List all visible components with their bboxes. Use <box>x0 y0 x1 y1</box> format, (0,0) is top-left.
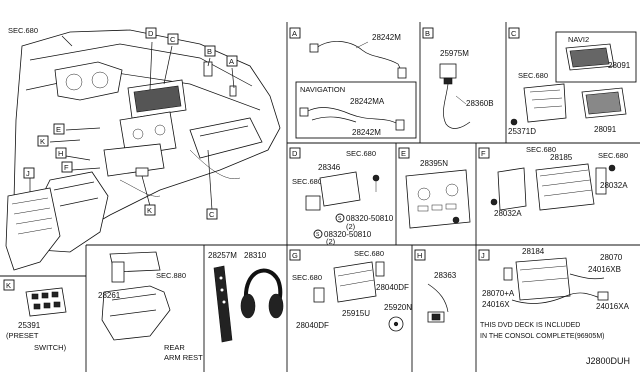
part-28261: 28261 <box>98 291 121 300</box>
part-24016XA: 24016XA <box>596 302 630 311</box>
panel-k-letter: K <box>6 281 11 290</box>
panel-d-sec1: SEC.680 <box>346 149 376 158</box>
panel-c-letter: C <box>511 29 517 38</box>
callout-letter-c-lower: C <box>209 210 215 219</box>
armrest-label-2: ARM REST <box>164 353 203 362</box>
panel-c: C NAVI2 28091 SEC.680 28091 25371D <box>508 27 637 136</box>
diagram-code: J2800DUH <box>586 356 630 366</box>
panel-h: H 28363 <box>414 249 457 323</box>
part-28040DF-right: 28040DF <box>376 283 409 292</box>
callout-leaders <box>29 35 235 211</box>
callout-letter-k-upper: K <box>40 137 45 146</box>
part-28242M: 28242M <box>372 33 401 42</box>
panel-e: E 28395N <box>398 147 471 229</box>
preset-label-1: (PRESET <box>6 331 39 340</box>
bolt-08320-50810-a: 08320-50810 <box>346 214 394 223</box>
panel-d-sec2: SEC.680 <box>292 177 322 186</box>
callout-letter-h: H <box>58 149 63 158</box>
armrest-label-1: REAR <box>164 343 185 352</box>
part-25391: 25391 <box>18 321 41 330</box>
part-28070: 28070 <box>600 253 623 262</box>
preset-label-2: SWITCH) <box>34 343 67 352</box>
dashboard-assembly <box>5 29 281 271</box>
panel-b-letter: B <box>425 29 430 38</box>
part-28360B: 28360B <box>466 99 494 108</box>
part-28242M-nav: 28242M <box>352 128 381 137</box>
callout-letter-k-lower: K <box>147 206 152 215</box>
callout-letter-a: A <box>229 57 234 66</box>
armrest-sec: SEC.880 <box>156 271 186 280</box>
panel-remote: 28257M <box>208 251 237 343</box>
panel-armrest: 28261 SEC.880 REAR ARM REST <box>98 251 203 362</box>
bolt-qty-a: (2) <box>346 222 356 231</box>
part-28310: 28310 <box>244 251 267 260</box>
main-sec-label: SEC.680 <box>8 26 38 35</box>
panel-f-letter: F <box>481 149 486 158</box>
part-28091-navi2: 28091 <box>608 61 631 70</box>
part-25975M: 25975M <box>440 49 469 58</box>
bolt-08320-50810-b: 08320-50810 <box>324 230 372 239</box>
panel-a-letter: A <box>292 29 297 38</box>
panel-d-letter: D <box>292 149 298 158</box>
panel-b: B 25975M 28360B <box>422 27 494 129</box>
part-28184: 28184 <box>522 247 545 256</box>
part-28091: 28091 <box>594 125 617 134</box>
callout-letter-j: J <box>26 169 30 178</box>
panel-e-letter: E <box>401 149 406 158</box>
panel-f-sec1: SEC.680 <box>526 145 556 154</box>
part-25915U: 25915U <box>342 309 370 318</box>
part-24016XB: 24016XB <box>588 265 621 274</box>
main-view-callouts: D C B A E K H F J K C <box>23 27 238 220</box>
dvd-note-line2: IN THE CONSOL COMPLETE(96905M) <box>480 333 604 340</box>
part-28257M: 28257M <box>208 251 237 260</box>
part-28070-A: 28070+A <box>482 289 515 298</box>
part-28185: 28185 <box>550 153 573 162</box>
navigation-label: NAVIGATION <box>300 85 345 94</box>
svg-text:S: S <box>338 216 342 222</box>
navi2-label: NAVI2 <box>568 35 589 44</box>
part-24016X: 24016X <box>482 300 510 309</box>
part-28346: 28346 <box>318 163 341 172</box>
panel-j: J 28184 28070 24016XB 28070+A 24016X 240… <box>478 247 630 311</box>
panel-h-letter: H <box>417 251 422 260</box>
panel-f-sec2: SEC.680 <box>598 151 628 160</box>
part-28363: 28363 <box>434 271 457 280</box>
panel-g-sec2: SEC.680 <box>292 273 322 282</box>
panel-g-sec1: SEC.680 <box>354 249 384 258</box>
part-28242MA: 28242MA <box>350 97 385 106</box>
part-28040DF-left: 28040DF <box>296 321 329 330</box>
dvd-note-line1: THIS DVD DECK IS INCLUDED <box>480 322 580 329</box>
callout-letter-c: C <box>170 35 176 44</box>
panel-g: G SEC.680 SEC.680 28040DF 25915U 28040DF… <box>289 249 412 332</box>
svg-text:S: S <box>316 232 320 238</box>
callout-letter-e: E <box>56 125 61 134</box>
panel-g-letter: G <box>292 251 298 260</box>
callout-letter-d: D <box>148 29 154 38</box>
part-25920N: 25920N <box>384 303 412 312</box>
panel-j-letter: J <box>481 251 485 260</box>
callout-letter-f: F <box>64 163 69 172</box>
part-28032A-right: 28032A <box>600 181 628 190</box>
callout-letter-b: B <box>207 47 212 56</box>
panel-f: F SEC.680 SEC.680 28185 28032A 28032A <box>478 145 628 218</box>
part-28032A-left: 28032A <box>494 209 522 218</box>
panel-headphones: 28310 <box>240 251 284 319</box>
panel-frames <box>0 22 640 372</box>
panel-d: D SEC.680 28346 SEC.680 S 08320-50810 (2… <box>289 147 394 246</box>
panel-c-sec: SEC.680 <box>518 71 548 80</box>
part-28395N: 28395N <box>420 159 448 168</box>
part-25371D: 25371D <box>508 127 536 136</box>
panel-a: A 28242M NAVIGATION 28242MA 28242M <box>289 27 417 139</box>
panel-k: K 25391 (PRESET SWITCH) <box>3 279 67 352</box>
bolt-qty-b: (2) <box>326 237 336 246</box>
